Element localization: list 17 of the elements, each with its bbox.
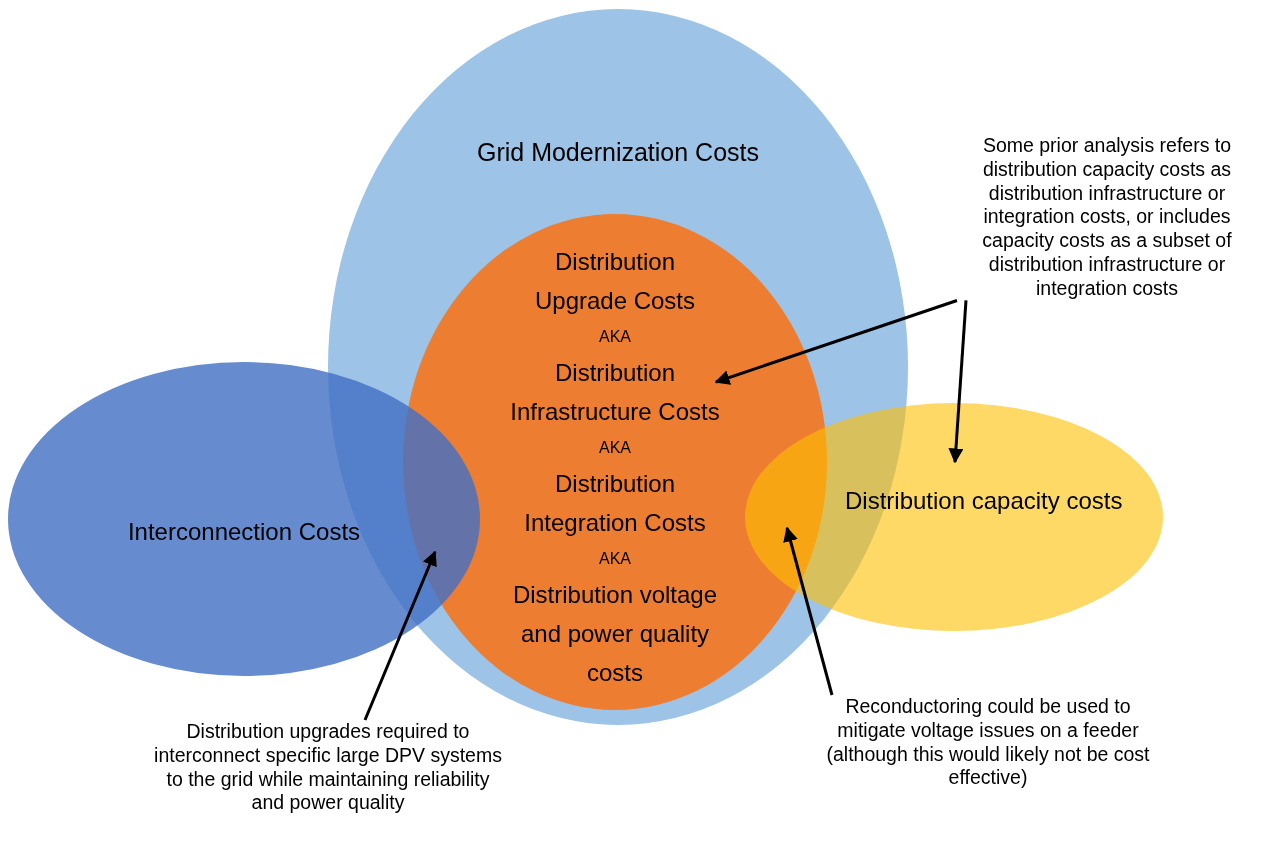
aka-label: AKA (599, 549, 631, 569)
region-label: Distribution Upgrade Costs (533, 247, 697, 316)
region-label: Distribution Infrastructure Costs (509, 358, 721, 427)
leader-arrow (714, 299, 958, 385)
callout-note: Distribution upgrades required to interconnect specific large DPV systems to the grid while maintaining reliability and power quality (153, 720, 503, 816)
region-label: Distribution capacity costs (845, 486, 1123, 516)
leader-arrow (783, 526, 834, 696)
leader-arrow (948, 300, 968, 464)
aka-label: AKA (599, 327, 631, 347)
callout-note: Some prior analysis refers to distribution capacity costs as distribution infrastructure or integration costs, or includes capacity costs as a subset of distribution infrastructure or integration costs (981, 134, 1233, 301)
region-label: Grid Modernization Costs (476, 137, 760, 168)
region-label: Distribution voltage and power quality costs (511, 580, 719, 688)
region-label: Interconnection Costs (127, 517, 361, 547)
aka-label: AKA (599, 438, 631, 458)
leader-arrow (363, 550, 437, 721)
callout-note: Reconductoring could be used to mitigate voltage issues on a feeder (although this would likely not be cost effective) (825, 695, 1151, 791)
region-label: Distribution Integration Costs (523, 469, 707, 538)
